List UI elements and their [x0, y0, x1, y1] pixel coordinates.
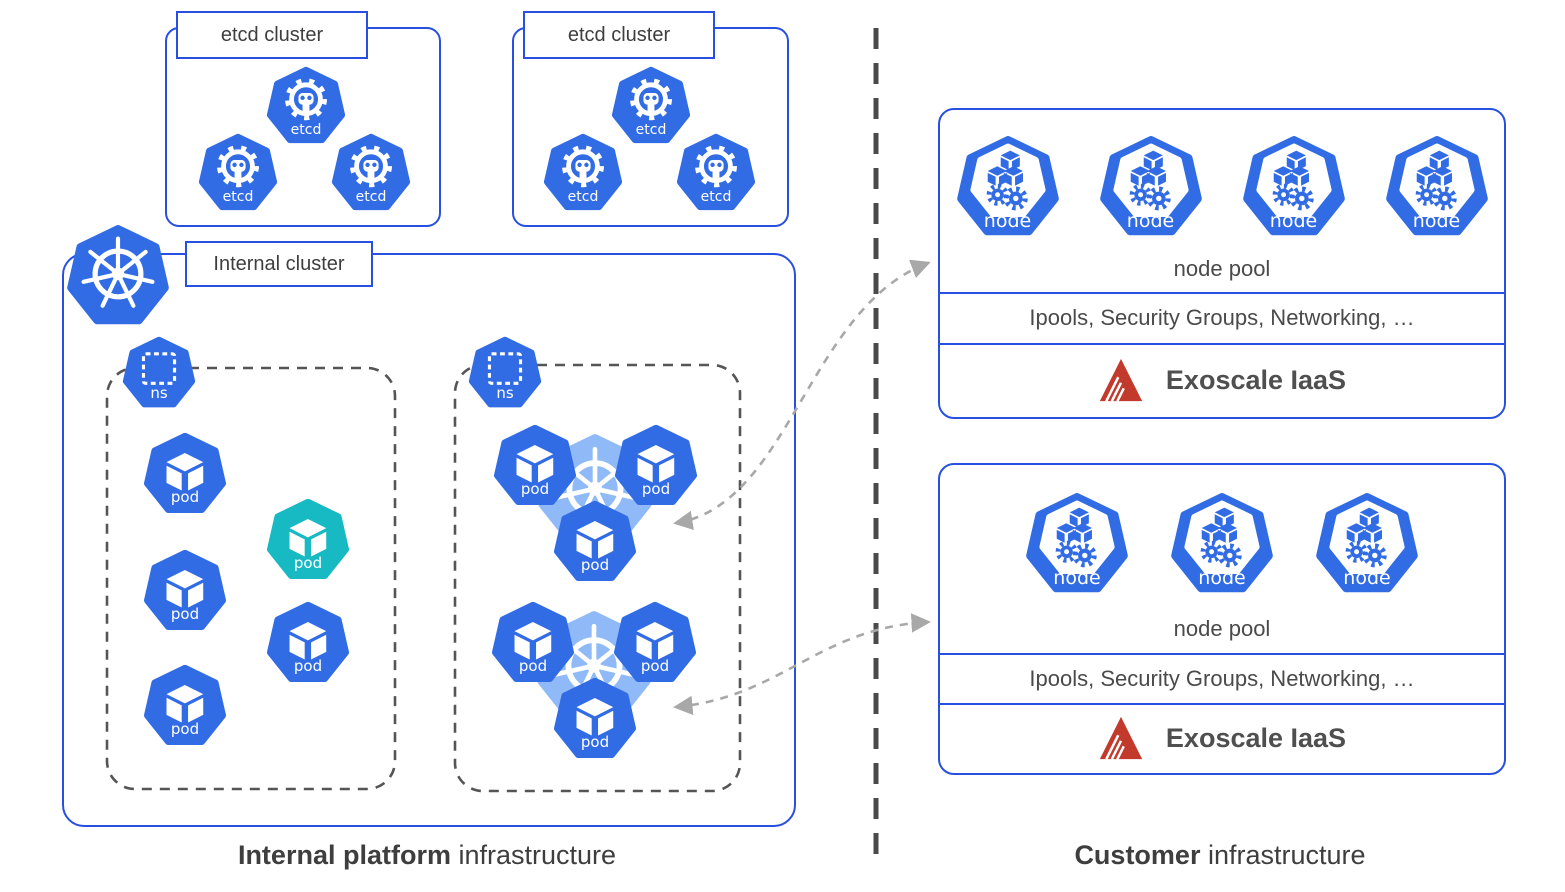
section-divider — [939, 653, 1505, 655]
etcd-cluster-1-label-box: etcd cluster — [176, 11, 368, 59]
footer-left-bold: Internal platform — [237, 840, 451, 870]
internal-cluster-label: Internal cluster — [213, 252, 345, 275]
footer-left-title: Internal platform infrastructure — [62, 840, 792, 871]
node-icon: node — [1242, 134, 1346, 240]
etcd-cluster-2-label: etcd cluster — [567, 23, 671, 46]
services-label: Ipools, Security Groups, Networking, … — [1029, 305, 1415, 330]
node-icon: node — [1025, 491, 1129, 597]
node-icon: node — [1385, 134, 1489, 240]
section-divider — [939, 292, 1505, 294]
section-divider — [939, 343, 1505, 345]
node-label: node — [983, 209, 1032, 232]
etcd-cluster-1-label: etcd cluster — [220, 23, 324, 46]
etcd-cluster-2-label-box: etcd cluster — [523, 11, 715, 59]
services-label: Ipools, Security Groups, Networking, … — [1029, 666, 1415, 691]
node-icon: node — [1315, 491, 1419, 597]
iaas-row: Exoscale IaaS — [940, 703, 1504, 773]
footer-right-bold: Customer — [1074, 840, 1201, 870]
namespace-2-dashed-box — [453, 363, 742, 793]
node-icon: node — [956, 134, 1060, 240]
node-row: node node node node — [940, 134, 1504, 240]
customer-cluster-box-2: node node node node pool Ipools, Securit… — [938, 463, 1506, 775]
node-label: node — [1053, 566, 1101, 589]
node-label: node — [1126, 209, 1175, 232]
node-icon: node — [1170, 491, 1274, 597]
internal-cluster-box — [62, 253, 796, 827]
iaas-label: Exoscale IaaS — [1165, 364, 1347, 395]
node-label: node — [1343, 566, 1391, 589]
namespace-1-dashed-box — [105, 366, 397, 791]
node-pool-label: node pool — [1173, 616, 1271, 641]
customer-cluster-box-1: node node node node node pool Ipools, Se… — [938, 108, 1506, 419]
node-row: node node node — [940, 491, 1504, 597]
internal-cluster-label-box: Internal cluster — [185, 241, 373, 287]
iaas-label: Exoscale IaaS — [1165, 722, 1347, 753]
footer-right-title: Customer infrastructure — [938, 840, 1502, 871]
iaas-row: Exoscale IaaS — [940, 343, 1504, 417]
footer-right-rest: infrastructure — [1207, 840, 1366, 870]
node-label: node — [1198, 566, 1246, 589]
node-icon: node — [1099, 134, 1203, 240]
section-divider — [939, 703, 1505, 705]
node-label: node — [1269, 209, 1318, 232]
node-label: node — [1412, 209, 1461, 232]
footer-left-rest: infrastructure — [458, 840, 617, 870]
node-pool-label: node pool — [1173, 256, 1271, 281]
